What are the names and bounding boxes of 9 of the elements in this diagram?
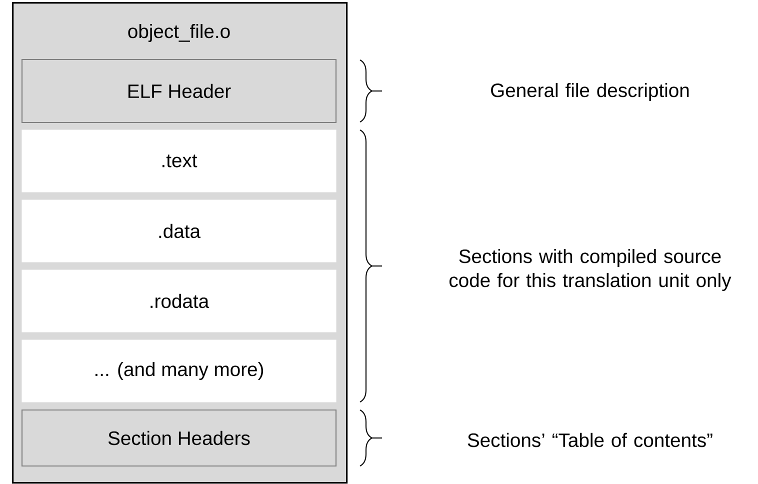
description-text: Sections’ “Table of contents”	[468, 432, 712, 448]
header-box: ELF Header	[21, 58, 337, 124]
section-box: .data	[22, 200, 336, 262]
section-box: .rodata	[22, 270, 336, 332]
description-text: Sections with compiled source code for this translation unit only	[450, 248, 732, 291]
description-text: General file description	[491, 82, 689, 101]
section-box: .text	[22, 130, 336, 192]
header-box: Section Headers	[21, 409, 337, 467]
section-box: ... (and many more)	[22, 340, 336, 402]
